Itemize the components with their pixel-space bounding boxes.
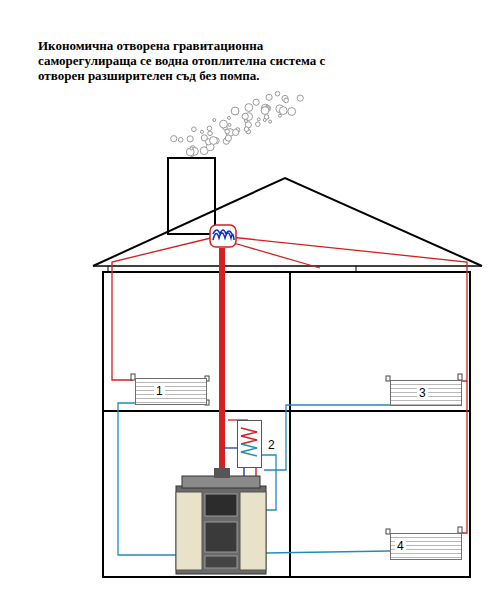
smoke-puff xyxy=(284,98,289,103)
smoke-puff xyxy=(220,120,228,128)
smoke-puff xyxy=(225,129,230,134)
smoke-puff xyxy=(288,108,296,116)
smoke-puff xyxy=(171,136,177,142)
hot-pipe xyxy=(230,237,467,381)
inner-wall xyxy=(289,272,291,577)
smoke-puff xyxy=(279,107,287,115)
smoke-puff xyxy=(275,91,280,96)
smoke-puff xyxy=(192,127,197,132)
smoke-puff xyxy=(225,135,231,141)
smoke-puff xyxy=(233,129,239,135)
smoke-puff xyxy=(257,118,260,121)
tank-body xyxy=(210,225,236,247)
coil-cold xyxy=(241,444,257,456)
return-pipe xyxy=(224,447,238,448)
stove-panel xyxy=(176,492,202,570)
expansion-tank xyxy=(210,225,236,247)
stove-door xyxy=(205,494,237,516)
tank-water xyxy=(213,230,234,240)
stove-panel xyxy=(240,492,266,570)
smoke-puff xyxy=(255,122,260,127)
smoke xyxy=(171,91,304,161)
eave-post xyxy=(356,266,357,272)
eave-post xyxy=(108,266,109,272)
flue xyxy=(214,468,230,478)
smoke-puff xyxy=(228,123,231,126)
radiator: 4 xyxy=(390,533,462,560)
riser-pipe xyxy=(219,248,225,478)
return-pipe xyxy=(266,551,390,553)
ash-drawer xyxy=(205,556,237,568)
return-pipe xyxy=(264,405,390,470)
smoke-puff xyxy=(263,118,266,121)
hot-pipe xyxy=(230,242,320,268)
chimney xyxy=(168,158,215,234)
radiator: 1 xyxy=(135,378,207,405)
stove-body xyxy=(176,486,266,574)
smoke-puff xyxy=(244,120,247,123)
smoke-puff xyxy=(200,130,203,133)
hot-pipe xyxy=(112,237,215,380)
smoke-puff xyxy=(190,147,193,150)
smoke-puff xyxy=(227,116,230,119)
smoke-puff xyxy=(245,104,253,112)
stove xyxy=(176,468,266,574)
diagram-title: Икономична отворена гравитационна саморе… xyxy=(38,38,338,83)
smoke-puff xyxy=(297,95,303,101)
smoke-puff xyxy=(261,107,269,115)
coil-hot xyxy=(241,428,257,444)
smoke-puff xyxy=(269,120,272,123)
callout-number: 1 xyxy=(154,385,165,398)
eave xyxy=(93,265,482,267)
smoke-puff xyxy=(210,137,218,145)
smoke-puff xyxy=(213,119,216,122)
stove-door xyxy=(205,522,237,552)
smoke-puff xyxy=(231,107,239,115)
smoke-puff xyxy=(178,138,183,143)
radiator-valves xyxy=(131,374,462,534)
smoke-puff xyxy=(242,113,248,119)
callout-number: 2 xyxy=(266,439,277,452)
house-outline xyxy=(93,158,482,577)
radiator: 3 xyxy=(390,380,462,406)
smoke-puff xyxy=(207,126,212,131)
smoke-puff xyxy=(266,94,272,100)
walls xyxy=(103,272,470,577)
smoke-puff xyxy=(187,136,193,142)
hot-pipes xyxy=(112,237,467,533)
hot-pipe xyxy=(462,381,467,533)
callout-number: 4 xyxy=(395,540,406,553)
smoke-puff xyxy=(244,127,249,132)
callout-number: 3 xyxy=(417,387,428,400)
smoke-puff xyxy=(208,131,213,136)
smoke-puff xyxy=(253,99,259,105)
water-heater: 2 xyxy=(237,420,262,468)
smoke-puff xyxy=(278,114,281,117)
